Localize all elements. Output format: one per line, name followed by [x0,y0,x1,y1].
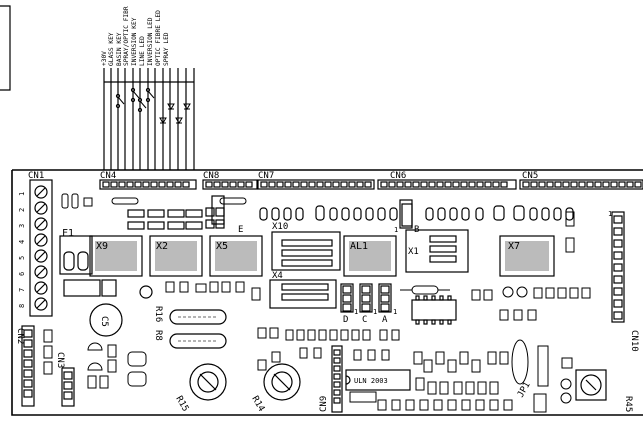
relay-x7-label: X7 [508,241,520,252]
relay-x4 [269,279,337,309]
wire-harness [103,68,195,170]
jumper-b-label: B [414,225,419,235]
cn1-pin-3: 3 [18,224,26,228]
cn8-label: CN8 [203,171,219,181]
jumper-1-label-b: 1 [373,308,377,316]
cn1-pin-7: 7 [18,288,26,292]
relay-x10-label: X10 [272,222,288,232]
ic-uln2003 [345,369,411,391]
jumper-1-label-d: 1 [394,226,398,234]
cn10-header [611,211,625,323]
cn1-pin-6: 6 [18,272,26,276]
resistor-r16-label: R16 [153,306,163,322]
relay-al1 [343,235,397,277]
wire-label-basin-key: BASIN KEY [116,32,123,66]
capacitor-c5-label: C5 [99,316,109,327]
relay-x10 [271,231,341,271]
jumper-e-label: E [238,225,243,235]
cn6-connector [377,179,517,190]
wire-label-30v: +30V [101,51,108,66]
small-cap [139,285,153,299]
board-outline [11,169,643,416]
cn5-label: CN5 [522,171,538,181]
pot-r14-label: R14 [249,395,266,414]
relay-x1 [405,229,469,273]
cn9-header [331,345,343,413]
resistor-r8-label: R8 [153,330,163,341]
jumper-1-label-a: 1 [354,308,358,316]
cn1-pin-4: 4 [18,240,26,244]
pot-r15-label: R15 [173,395,190,414]
resistor-r16-r8 [169,309,227,349]
cn1-pin-1: 1 [18,192,26,196]
jumper-c-label: C [362,315,367,325]
cn1-pin-5: 5 [18,256,26,260]
board-labels: CN1 CN4 CN8 CN7 CN6 CN5 1 2 3 4 5 6 7 8 … [15,6,639,413]
potentiometer-r15 [189,363,227,401]
resistor-inline [400,285,450,295]
jumper-d-label: D [343,315,348,325]
cn9-label: CN9 [319,396,329,412]
cn5-connector [519,179,643,190]
wire-label-optic-fibre-led: OPTIC FIBRE LED [155,10,162,66]
wire-label-spray-optic-fibr: SPRAY/OPTIC FIBR [123,6,130,66]
key-switches [115,87,155,113]
relay-x9-label: X9 [96,241,108,252]
capacitor-c5 [89,303,123,337]
fuse-holder [59,235,117,297]
relay-x5-label: X5 [216,241,228,252]
relay-x7 [499,235,555,277]
cn10-label: CN10 [629,330,639,352]
cn6-label: CN6 [390,171,406,181]
cn1-terminal-block [29,179,53,317]
fuse-f1-label: F1 [62,228,74,239]
top-left-resistors [61,193,247,209]
cn7-label: CN7 [258,171,274,181]
relay-x2 [149,235,203,277]
small-components-lower [43,211,591,413]
diode-array [127,207,225,230]
jumper-a-label: A [382,315,388,325]
cn1-label: CN1 [28,171,44,181]
cn2-header [21,325,35,407]
left-edge-frame [0,5,11,91]
relay-x5 [209,235,263,277]
wire-label-inversion-led: INVERSION LED [147,17,154,66]
jumper-1-label-e: 1 [608,210,612,218]
capacitor-row-top [259,203,574,227]
wire-label-glass-key: GLASS KEY [108,32,115,66]
wire-label-inversion-key: INVERSION KEY [131,17,138,66]
ic-uln2003-label: ULN 2003 [354,377,388,385]
dip-ic-middle [411,295,457,325]
cn2-label: CN2 [15,328,25,344]
cn3-label: CN3 [55,352,65,368]
jumper-blocks [211,195,413,313]
pot-r45-label: R45 [623,396,633,412]
relay-al1-label: AL1 [350,241,368,252]
cn8-connector [202,179,258,190]
wire-label-line-led: LINE LED [139,36,146,66]
jumper-1-label-c: 1 [393,308,397,316]
cn4-label: CN4 [100,171,116,181]
cn7-connector [257,179,375,190]
relay-x9 [89,235,143,277]
wire-label-spray-led: SPRAY LED [163,32,170,66]
potentiometer-r45 [575,369,607,401]
cn1-pin-8: 8 [18,304,26,308]
cn1-pin-2: 2 [18,208,26,212]
relay-x4-label: X4 [272,271,283,281]
potentiometer-r14 [263,363,301,401]
wire-leds [159,103,191,124]
cn4-connector [99,179,197,190]
relay-x2-label: X2 [156,241,168,252]
cn3-header [61,367,75,407]
relay-x1-label: X1 [408,247,419,257]
